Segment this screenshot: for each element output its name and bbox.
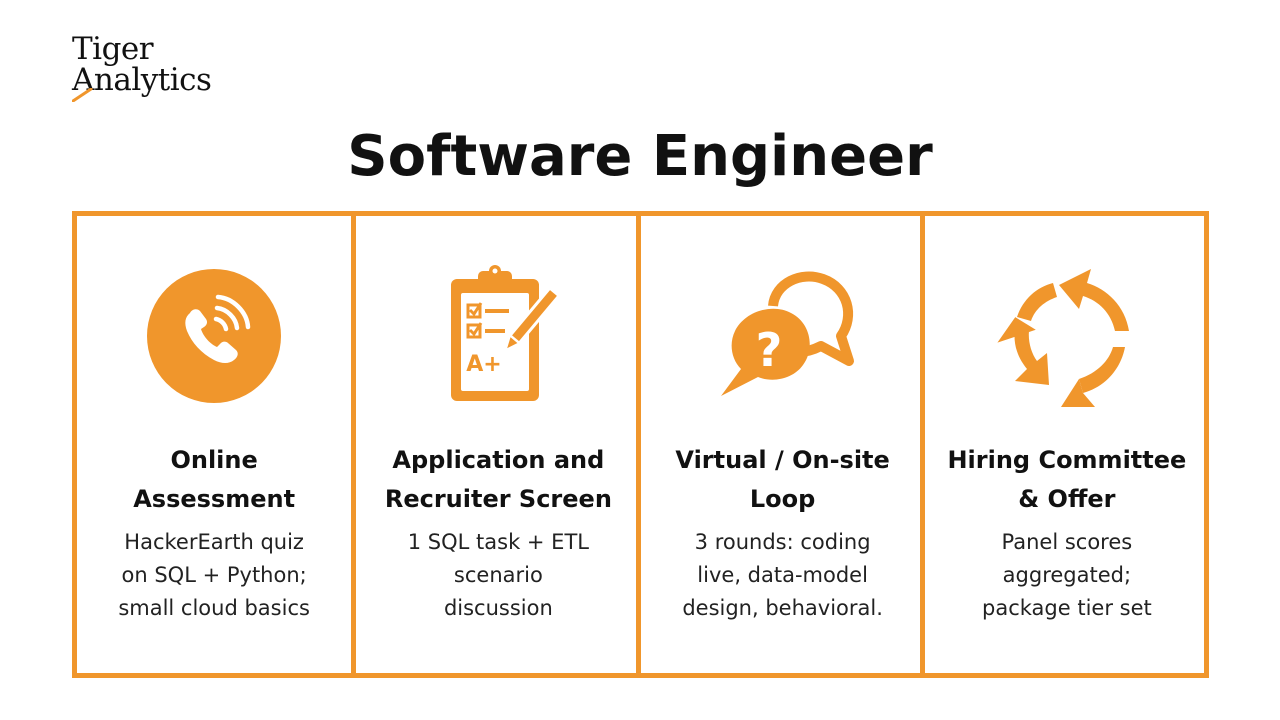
stage-desc-line: package tier set [982,596,1152,620]
stage-description: HackerEarth quiz on SQL + Python; small … [87,526,341,625]
tiger-analytics-logo: Tiger Analytics [72,31,212,102]
clipboard-checklist-icon: A+ [418,261,578,411]
stage-desc-line: 3 rounds: coding [694,530,871,554]
grade-label: A+ [467,352,502,377]
stage-desc-line: scenario [453,563,543,587]
stage-title-line: Recruiter Screen [384,485,612,513]
logo-line-1: Tiger [72,31,154,67]
stage-title-line: Virtual / On-site [675,446,890,474]
stage-description: 1 SQL task + ETL scenario discussion [371,526,625,625]
stage-title: Virtual / On-site Loop [646,441,920,519]
stage-desc-line: small cloud basics [118,596,310,620]
stage-title: Application and Recruiter Screen [361,441,635,519]
stage-card-online-assessment: Online Assessment HackerEarth quiz on SQ… [77,216,357,673]
stage-description: Panel scores aggregated; package tier se… [940,526,1194,625]
stage-desc-line: design, behavioral. [682,596,883,620]
stage-title-line: & Offer [1018,485,1116,513]
page-title: Software Engineer [347,124,933,189]
stage-card-virtual-loop: ? Virtual / On-site Loop 3 rounds: codin… [646,216,925,673]
stage-title: Online Assessment [77,441,351,519]
stage-title-line: Hiring Committee [947,446,1187,474]
stage-title: Hiring Committee & Offer [930,441,1204,519]
stage-title-line: Online [170,446,258,474]
logo-line-2: Analytics [72,62,212,98]
stage-desc-line: live, data-model [697,563,868,587]
svg-text:?: ? [755,323,782,377]
stage-card-hiring-committee: Hiring Committee & Offer Panel scores ag… [930,216,1204,673]
stage-title-line: Assessment [133,485,296,513]
logo-accent-stroke-icon [72,88,93,102]
question-chat-bubbles-icon: ? [703,261,863,411]
stage-title-line: Loop [749,485,816,513]
phone-call-icon [134,261,294,411]
stage-desc-line: aggregated; [1002,563,1132,587]
stage-desc-line: HackerEarth quiz [124,530,304,554]
stage-desc-line: on SQL + Python; [121,563,307,587]
stage-desc-line: discussion [443,596,553,620]
stage-title-line: Application and [392,446,605,474]
process-stages: Online Assessment HackerEarth quiz on SQ… [72,211,1209,678]
stage-desc-line: Panel scores [1001,530,1133,554]
stage-description: 3 rounds: coding live, data-model design… [656,526,910,625]
stage-card-application-screen: A+ Application and Recruiter Screen 1 SQ… [361,216,641,673]
cycle-arrows-icon [987,261,1147,411]
stage-desc-line: 1 SQL task + ETL [407,530,589,554]
